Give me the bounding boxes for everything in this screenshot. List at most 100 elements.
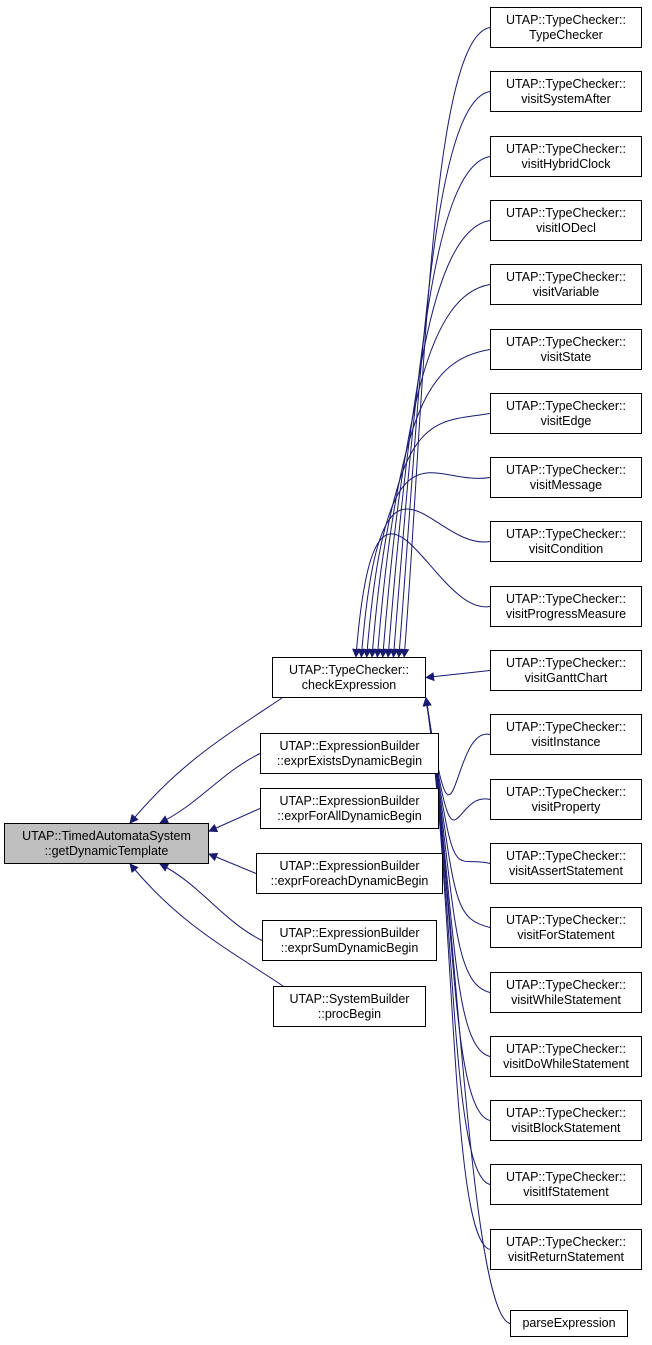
node-label-line: UTAP::TypeChecker::	[506, 462, 626, 477]
node-label-line: UTAP::ExpressionBuilder	[279, 858, 420, 873]
node-r2[interactable]: UTAP::TypeChecker::visitHybridClock	[490, 136, 642, 177]
node-label-line: visitWhileStatement	[511, 992, 621, 1007]
node-r9[interactable]: UTAP::TypeChecker::visitProgressMeasure	[490, 586, 642, 627]
node-label-line: UTAP::TypeChecker::	[506, 1105, 626, 1120]
node-label-line: visitInstance	[531, 734, 601, 749]
node-r3[interactable]: UTAP::TypeChecker::visitIODecl	[490, 200, 642, 241]
node-label-line: visitProgressMeasure	[505, 606, 627, 621]
node-label-line: UTAP::TypeChecker::	[506, 269, 626, 284]
node-label-line: UTAP::ExpressionBuilder	[279, 793, 420, 808]
node-label-line: visitGanttChart	[524, 670, 608, 685]
node-label-line: UTAP::TypeChecker::	[506, 398, 626, 413]
node-r20[interactable]: parseExpression	[510, 1310, 628, 1337]
node-label-line: ::getDynamicTemplate	[44, 843, 169, 858]
node-label-line: UTAP::TypeChecker::	[506, 719, 626, 734]
node-r17[interactable]: UTAP::TypeChecker::visitBlockStatement	[490, 1100, 642, 1141]
edge-check-to-root	[129, 697, 283, 824]
node-label-line: visitBlockStatement	[511, 1120, 621, 1135]
node-r4[interactable]: UTAP::TypeChecker::visitVariable	[490, 264, 642, 305]
node-r15[interactable]: UTAP::TypeChecker::visitWhileStatement	[490, 972, 642, 1013]
edge-exists-to-root	[159, 753, 261, 824]
node-label-line: UTAP::TypeChecker::	[506, 1041, 626, 1056]
node-r11[interactable]: UTAP::TypeChecker::visitInstance	[490, 714, 642, 755]
node-foreach[interactable]: UTAP::ExpressionBuilder::exprForeachDyna…	[256, 853, 443, 894]
node-r0[interactable]: UTAP::TypeChecker::TypeChecker	[490, 7, 642, 48]
node-label-line: UTAP::TypeChecker::	[506, 526, 626, 541]
node-r16[interactable]: UTAP::TypeChecker::visitDoWhileStatement	[490, 1036, 642, 1077]
node-label-line: UTAP::TypeChecker::	[506, 848, 626, 863]
node-label-line: checkExpression	[301, 677, 397, 692]
edge-r6-to-check	[368, 413, 491, 658]
node-label-line: visitState	[540, 349, 592, 364]
edge-proc-to-root	[129, 863, 284, 987]
node-proc[interactable]: UTAP::SystemBuilder::procBegin	[273, 986, 426, 1027]
edge-r10-to-check	[425, 670, 491, 682]
node-label-line: TypeChecker	[529, 27, 603, 42]
node-label-line: UTAP::TypeChecker::	[506, 12, 626, 27]
node-root: UTAP::TimedAutomataSystem::getDynamicTem…	[4, 823, 209, 864]
node-label-line: UTAP::TypeChecker::	[506, 76, 626, 91]
node-label-line: UTAP::SystemBuilder	[289, 991, 410, 1006]
edge-r2-to-check	[389, 156, 491, 658]
node-label-line: ::procBegin	[317, 1006, 382, 1021]
node-label-line: UTAP::TypeChecker::	[506, 784, 626, 799]
node-label-line: visitCondition	[528, 541, 604, 556]
node-label-line: UTAP::ExpressionBuilder	[279, 738, 420, 753]
node-label-line: UTAP::TypeChecker::	[506, 205, 626, 220]
node-label-line: UTAP::TypeChecker::	[506, 334, 626, 349]
edge-r5-to-check	[373, 349, 491, 658]
node-forall[interactable]: UTAP::ExpressionBuilder::exprForAllDynam…	[260, 788, 439, 829]
edge-r4-to-check	[378, 284, 491, 658]
node-label-line: visitAssertStatement	[509, 863, 623, 878]
node-r12[interactable]: UTAP::TypeChecker::visitProperty	[490, 779, 642, 820]
node-r6[interactable]: UTAP::TypeChecker::visitEdge	[490, 393, 642, 434]
edge-forall-to-root	[208, 808, 261, 833]
node-r13[interactable]: UTAP::TypeChecker::visitAssertStatement	[490, 843, 642, 884]
node-label-line: visitProperty	[531, 799, 601, 814]
edge-r7-to-check	[362, 472, 491, 658]
edge-r9-to-check	[352, 533, 491, 658]
node-r18[interactable]: UTAP::TypeChecker::visitIfStatement	[490, 1164, 642, 1205]
node-label-line: visitIfStatement	[523, 1184, 609, 1199]
node-label-line: visitDoWhileStatement	[503, 1056, 629, 1071]
node-r1[interactable]: UTAP::TypeChecker::visitSystemAfter	[490, 71, 642, 112]
node-label-line: UTAP::TypeChecker::	[506, 591, 626, 606]
edge-foreach-to-root	[208, 852, 257, 874]
node-label-line: visitSystemAfter	[521, 91, 611, 106]
node-sum[interactable]: UTAP::ExpressionBuilder::exprSumDynamicB…	[262, 920, 437, 961]
node-label-line: visitMessage	[529, 477, 603, 492]
node-label-line: UTAP::TypeChecker::	[289, 662, 409, 677]
node-check[interactable]: UTAP::TypeChecker::checkExpression	[272, 657, 426, 698]
node-label-line: ::exprSumDynamicBegin	[280, 940, 419, 955]
edge-r1-to-check	[394, 91, 491, 658]
node-label-line: UTAP::TypeChecker::	[506, 912, 626, 927]
node-r7[interactable]: UTAP::TypeChecker::visitMessage	[490, 457, 642, 498]
node-label-line: UTAP::TypeChecker::	[506, 977, 626, 992]
node-label-line: visitForStatement	[517, 927, 615, 942]
node-label-line: UTAP::TypeChecker::	[506, 655, 626, 670]
node-label-line: visitVariable	[532, 284, 600, 299]
node-exists[interactable]: UTAP::ExpressionBuilder::exprExistsDynam…	[260, 733, 439, 774]
node-label-line: parseExpression	[522, 1316, 616, 1330]
node-label-line: UTAP::ExpressionBuilder	[279, 925, 420, 940]
node-label-line: visitHybridClock	[521, 156, 611, 171]
node-label-line: visitEdge	[540, 413, 592, 428]
node-label-line: visitReturnStatement	[507, 1249, 625, 1264]
node-label-line: UTAP::TypeChecker::	[506, 1169, 626, 1184]
node-label-line: UTAP::TimedAutomataSystem	[22, 828, 191, 843]
node-label-line: UTAP::TypeChecker::	[506, 141, 626, 156]
edge-sum-to-root	[159, 863, 263, 941]
node-r19[interactable]: UTAP::TypeChecker::visitReturnStatement	[490, 1229, 642, 1270]
node-label-line: visitIODecl	[536, 220, 596, 235]
node-label-line: ::exprForAllDynamicBegin	[277, 808, 422, 823]
node-r8[interactable]: UTAP::TypeChecker::visitCondition	[490, 521, 642, 562]
node-label-line: ::exprExistsDynamicBegin	[276, 753, 423, 768]
edge-r3-to-check	[384, 220, 491, 658]
node-r5[interactable]: UTAP::TypeChecker::visitState	[490, 329, 642, 370]
node-r14[interactable]: UTAP::TypeChecker::visitForStatement	[490, 907, 642, 948]
edge-r0-to-check	[400, 27, 491, 658]
node-r10[interactable]: UTAP::TypeChecker::visitGanttChart	[490, 650, 642, 691]
node-label-line: UTAP::TypeChecker::	[506, 1234, 626, 1249]
